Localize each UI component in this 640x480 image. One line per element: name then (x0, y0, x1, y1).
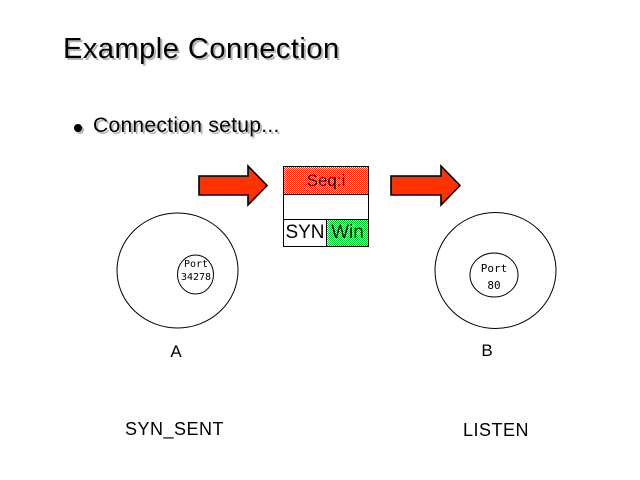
host-b-state: LISTEN (463, 420, 530, 440)
bullet-text: Connection setup... (93, 114, 280, 137)
host-b-port-circle (469, 252, 519, 298)
packet-syn-cell: SYN (284, 220, 327, 246)
packet-win-cell: Win (327, 220, 368, 246)
packet-flags-row: SYN Win (284, 220, 368, 246)
host-a-label: A (170, 342, 182, 361)
host-b-port-label: Port 80 (481, 260, 508, 294)
packet-seq-label: Seq:i (306, 170, 346, 190)
host-a-state: SYN_SENT (125, 419, 225, 439)
packet-reserved-cell (284, 195, 368, 220)
host-a-port-number: 34278 (180, 272, 212, 283)
host-b-label: B (481, 341, 493, 360)
host-b-port-number: 80 (487, 279, 501, 292)
packet-seq-cell: Seq:i (284, 167, 368, 195)
host-a-port-word: Port (183, 259, 209, 270)
bullet-icon (74, 124, 82, 132)
arrow-right-icon (390, 164, 462, 207)
packet-syn-label: SYN (285, 222, 325, 243)
bullet-item: Connection setup... (74, 114, 280, 138)
host-a-port-label: Port 34278 (181, 258, 211, 284)
slide-title: Example Connection (63, 33, 340, 65)
host-a-port-circle (177, 254, 214, 295)
arrow-left-icon (198, 164, 269, 207)
packet-win-label: Win (331, 222, 364, 243)
packet-table: Seq:i SYN Win (283, 166, 369, 247)
host-b-port-word: Port (480, 262, 508, 275)
